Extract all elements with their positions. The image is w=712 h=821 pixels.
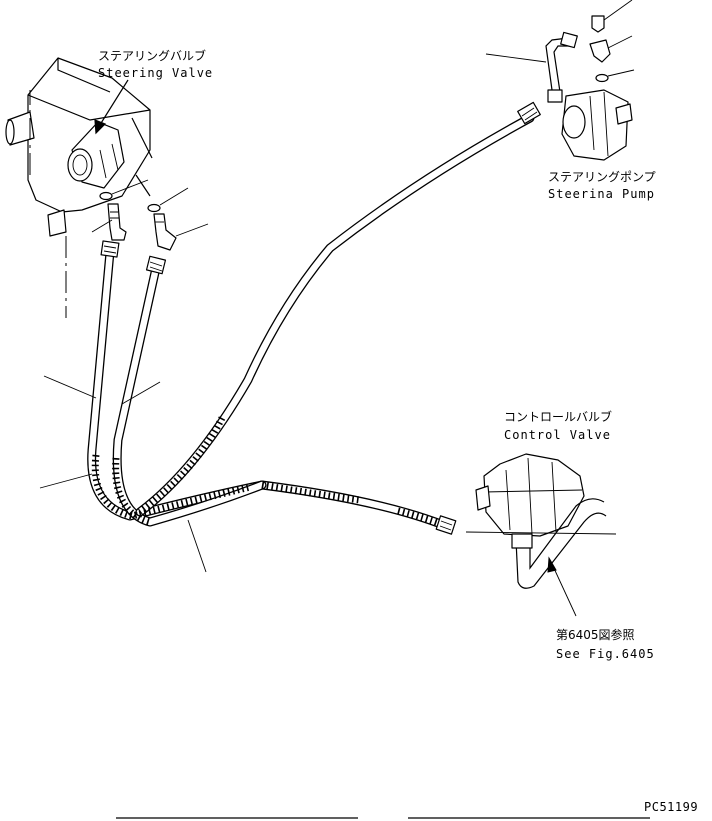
pump-fitting (589, 35, 633, 63)
o-ring (99, 191, 113, 201)
see-fig-label-jp: 第6405図参照 (556, 628, 635, 642)
control-valve-label-jp: コントロールバルブ (504, 410, 613, 424)
elbow-fitting (153, 213, 177, 251)
control-valve-label-en: Control Valve (504, 428, 611, 442)
steering-valve (5, 57, 151, 237)
hose-nut (517, 101, 541, 125)
hose-nut (100, 240, 120, 258)
pump-fitting (591, 0, 633, 33)
leader-see-fig (551, 563, 577, 617)
control-valve-pipe (515, 512, 607, 589)
leader-hose (39, 473, 93, 489)
leader-hose (43, 375, 97, 399)
o-ring (147, 203, 161, 213)
hose-nut (145, 255, 167, 275)
see-fig-label-en: See Fig.6405 (556, 647, 655, 661)
control-valve (475, 453, 585, 537)
elbow-fitting (107, 203, 127, 241)
steering-pump-label-en: Steerina Pump (548, 187, 655, 201)
steering-valve-label-en: Steering Valve (98, 66, 214, 80)
steering-pump (561, 89, 633, 161)
leader-steering-valve (97, 79, 129, 129)
hose-nut (435, 515, 457, 535)
steering-valve-label-jp: ステアリングバルブ (98, 49, 207, 63)
pump-tube (545, 37, 569, 91)
drawing-number: PC51199 (644, 800, 699, 814)
o-ring (595, 73, 609, 83)
leader-hose (121, 381, 161, 405)
leader-hose (187, 519, 207, 573)
steering-pump-label-jp: ステアリングポンプ (548, 170, 656, 184)
